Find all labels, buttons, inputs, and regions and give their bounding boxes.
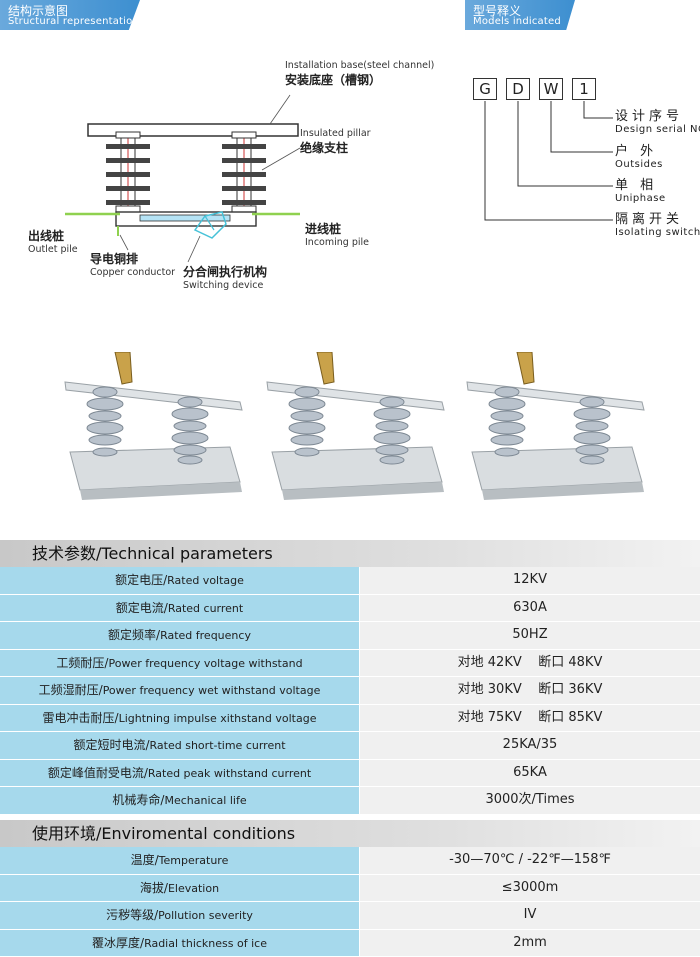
label-copper-conductor: 导电铜排 Copper conductor xyxy=(90,252,176,278)
model-item-outdoor: 户 外 Outsides xyxy=(615,144,663,170)
structural-header: 结构示意图 Structural representation xyxy=(0,0,140,30)
model-letter-1: 1 xyxy=(572,78,596,100)
param-name: 雷电冲击耐压/Lightning impulse xithstand volta… xyxy=(0,704,360,731)
param-value: 对地 42KV 断口 48KV xyxy=(360,649,700,676)
environmental-conditions-title: 使用环境/Enviromental conditions xyxy=(0,820,700,847)
model-letter-g: G xyxy=(473,78,497,100)
label-installation-base: Installation base(steel channel) 安装底座（槽钢… xyxy=(285,60,435,87)
param-name: 额定电压/Rated voltage xyxy=(0,567,360,594)
label-switching-device: 分合闸执行机构 Switching device xyxy=(183,265,268,291)
condition-name: 污秽等级/Pollution severity xyxy=(0,902,360,929)
table-row: 额定电压/Rated voltage 12KV xyxy=(0,567,700,595)
table-row: 工频湿耐压/Power frequency wet withstand volt… xyxy=(0,677,700,705)
model-item-serial: 设计序号 Design serial NO. xyxy=(615,109,700,135)
param-name: 额定频率/Rated frequency xyxy=(0,622,360,649)
param-value: 65KA xyxy=(360,759,700,786)
structure-diagram: Installation base(steel channel) 安装底座（槽钢… xyxy=(0,40,440,300)
table-row: 额定峰值耐受电流/Rated peak withstand current 65… xyxy=(0,759,700,787)
technical-parameters-title: 技术参数/Technical parameters xyxy=(0,540,700,567)
model-item-uniphase: 单 相 Uniphase xyxy=(615,178,666,204)
condition-value: 2mm xyxy=(360,929,700,956)
param-value: 12KV xyxy=(360,567,700,594)
product-photo-3 xyxy=(466,352,645,500)
table-row: 覆冰厚度/Radial thickness of ice 2mm xyxy=(0,929,700,957)
models-header: 型号释义 Models indicated xyxy=(465,0,575,30)
param-name: 额定短时电流/Rated short-time current xyxy=(0,732,360,759)
label-insulated-pillar: Insulated pillar 绝缘支柱 xyxy=(300,128,371,155)
table-row: 额定电流/Rated current 630A xyxy=(0,594,700,622)
table-row: 雷电冲击耐压/Lightning impulse xithstand volta… xyxy=(0,704,700,732)
model-code-diagram: G D W 1 设计序号 Design serial NO. 户 外 Outsi… xyxy=(455,70,700,250)
model-letter-d: D xyxy=(506,78,530,100)
condition-value: ≤3000m xyxy=(360,874,700,901)
condition-value: IV xyxy=(360,902,700,929)
product-photo-2 xyxy=(266,352,445,500)
param-value: 对地 30KV 断口 36KV xyxy=(360,677,700,704)
param-value: 50HZ xyxy=(360,622,700,649)
technical-parameters-table: 技术参数/Technical parameters 额定电压/Rated vol… xyxy=(0,540,700,815)
label-outlet-pile: 出线桩 Outlet pile xyxy=(28,229,78,255)
param-name: 额定电流/Rated current xyxy=(0,594,360,621)
condition-name: 温度/Temperature xyxy=(0,847,360,874)
param-value: 对地 75KV 断口 85KV xyxy=(360,704,700,731)
param-value: 25KA/35 xyxy=(360,732,700,759)
param-name: 额定峰值耐受电流/Rated peak withstand current xyxy=(0,759,360,786)
model-code-leaders xyxy=(484,101,613,221)
table-row: 污秽等级/Pollution severity IV xyxy=(0,902,700,930)
switch-schematic xyxy=(65,94,301,263)
environmental-conditions-table: 使用环境/Enviromental conditions 温度/Temperat… xyxy=(0,820,700,957)
model-letter-w: W xyxy=(539,78,563,100)
structural-header-cn: 结构示意图 xyxy=(8,4,69,18)
param-name: 工频耐压/Power frequency voltage withstand xyxy=(0,649,360,676)
product-photo-1 xyxy=(64,352,243,500)
models-header-en: Models indicated xyxy=(473,16,561,27)
param-value: 3000次/Times xyxy=(360,787,700,814)
table-row: 额定频率/Rated frequency 50HZ xyxy=(0,622,700,650)
table-row: 温度/Temperature -30—70℃ / -22℉—158℉ xyxy=(0,847,700,875)
param-name: 机械寿命/Mechanical life xyxy=(0,787,360,814)
model-item-isolating-switch: 隔离开关 Isolating switch xyxy=(615,212,700,238)
insulator-right xyxy=(222,131,266,219)
condition-value: -30—70℃ / -22℉—158℉ xyxy=(360,847,700,874)
models-header-cn: 型号释义 xyxy=(473,4,522,18)
param-name: 工频湿耐压/Power frequency wet withstand volt… xyxy=(0,677,360,704)
condition-name: 覆冰厚度/Radial thickness of ice xyxy=(0,929,360,956)
table-row: 工频耐压/Power frequency voltage withstand 对… xyxy=(0,649,700,677)
condition-name: 海拔/Elevation xyxy=(0,874,360,901)
table-row: 额定短时电流/Rated short-time current 25KA/35 xyxy=(0,732,700,760)
table-row: 机械寿命/Mechanical life 3000次/Times xyxy=(0,787,700,815)
insulator-left xyxy=(106,131,150,219)
label-incoming-pile: 进线桩 Incoming pile xyxy=(305,222,369,248)
structural-header-en: Structural representation xyxy=(8,16,140,27)
param-value: 630A xyxy=(360,594,700,621)
table-row: 海拔/Elevation ≤3000m xyxy=(0,874,700,902)
